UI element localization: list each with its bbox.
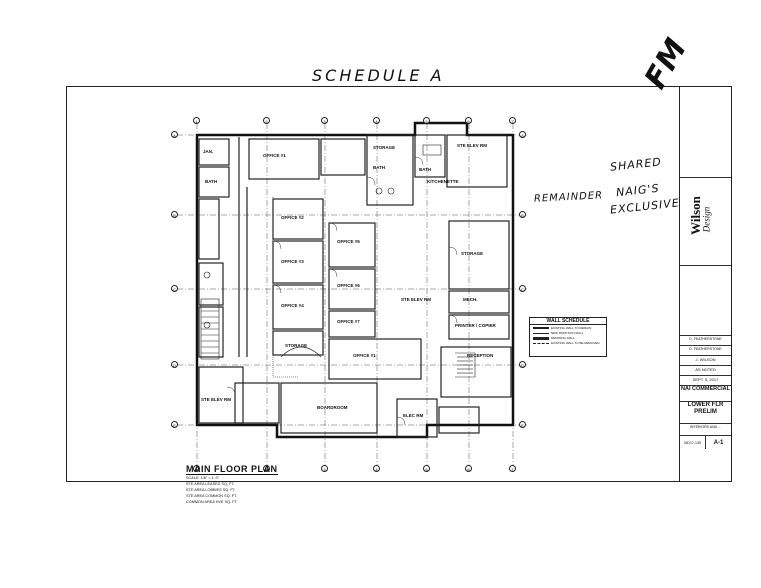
- legend-item-label: NEW PARTITION WALL: [551, 331, 584, 335]
- title-block-sheet-title: LOWER FLR PRELIM: [680, 401, 731, 423]
- title-block-desc: INTERIORS AND ...: [680, 423, 731, 435]
- checked-by-value: D. FEATHERSTONE: [689, 347, 722, 351]
- grid-bubble: 2: [263, 465, 270, 472]
- grid-bubble: 7: [509, 465, 516, 472]
- room-label: OFFICE #2: [281, 215, 304, 220]
- wall-schedule-legend: WALL SCHEDULE EXISTING WALL TO REMAIN NE…: [529, 317, 607, 357]
- legend-item-label: DEMISING WALL: [551, 336, 575, 340]
- room-label: STE ELEV RM: [401, 297, 432, 302]
- legend-swatch: [533, 327, 549, 329]
- room-label: MECH.: [463, 297, 478, 302]
- room-label: STE ELEV RM: [201, 397, 232, 402]
- firm-logo-name: Wilson: [687, 196, 703, 235]
- plan-note: STE AREA COMMON SQ. FT.: [186, 494, 238, 498]
- room-label: OFFICE #6: [337, 283, 360, 288]
- sheet-title-line1: LOWER FLR: [687, 402, 724, 408]
- room-label: OFFICE #7: [337, 319, 360, 324]
- legend-swatch: [533, 336, 549, 340]
- grid-bubble: 4: [373, 117, 380, 124]
- grid-bubble: 5: [423, 117, 430, 124]
- grid-bubble: 5: [423, 465, 430, 472]
- sheet-title-line2: PRELIM: [694, 409, 717, 415]
- room-label: BATH: [205, 179, 218, 184]
- title-block-date: SEPT. 5, 2017: [680, 375, 731, 385]
- legend-item-label: EXISTING WALL TO REMAIN: [551, 326, 592, 330]
- legend-item: EXISTING WALL TO REMAIN: [533, 326, 603, 330]
- title-block-checked-by: D. FEATHERSTONE: [680, 345, 731, 355]
- grid-bubble: 3: [321, 117, 328, 124]
- room-label: BOARDROOM: [317, 405, 348, 410]
- plan-note: STE AREA LEASED SQ. FT.: [186, 482, 235, 486]
- grid-bubble: E: [171, 421, 178, 428]
- grid-bubble: B: [519, 211, 526, 218]
- project-number: WD17-135: [680, 436, 706, 449]
- grid-bubble: 6: [465, 465, 472, 472]
- legend-item-label: EXISTING WALL TO BE REMOVED: [551, 341, 600, 345]
- room-label: OFFICE #4: [281, 303, 304, 308]
- drawing-sheet: A B C D E A B C D E 1 2 3 4 5 6 7 1 2 3 …: [66, 86, 680, 482]
- room-label: PRINTER / COPIER: [455, 323, 496, 328]
- room-label: RECEPTION: [467, 353, 494, 358]
- title-block-client: NAI COMMERCIAL: [680, 385, 731, 401]
- sheet-number: A-1: [713, 440, 724, 446]
- grid-bubble: 7: [509, 117, 516, 124]
- grid-bubble: C: [519, 285, 526, 292]
- legend-item: EXISTING WALL TO BE REMOVED: [533, 341, 603, 345]
- title-block-drawn-by: D. FEATHERSTONE: [680, 335, 731, 345]
- client-value: NAI COMMERCIAL: [681, 386, 730, 392]
- grid-bubble: A: [171, 131, 178, 138]
- plan-caption: MAIN FLOOR PLAN SCALE: 1/8" = 1'-0" STE …: [186, 464, 278, 505]
- room-label: BATH: [419, 167, 432, 172]
- legend-item: DEMISING WALL: [533, 336, 603, 340]
- room-label: STORAGE: [461, 251, 484, 256]
- room-label: OFFICE #1: [353, 353, 376, 358]
- grid-bubble: D: [171, 361, 178, 368]
- floor-plan-drawing: [177, 121, 527, 469]
- grid-bubble: C: [171, 285, 178, 292]
- firm-logo-subtitle: Design: [701, 206, 712, 233]
- scale-value: AS NOTED: [695, 367, 716, 372]
- plan-note: COMMON AREA HVE SQ. FT.: [186, 500, 238, 504]
- title-block-notes: [680, 265, 731, 335]
- room-label: ELEC RM: [403, 413, 424, 418]
- grid-bubble: D: [519, 361, 526, 368]
- plan-title: MAIN FLOOR PLAN: [186, 464, 278, 475]
- room-label: OFFICE #1: [263, 153, 286, 158]
- grid-bubble: 1: [193, 465, 200, 472]
- grid-bubble: 2: [263, 117, 270, 124]
- room-label: BATH: [373, 165, 386, 170]
- title-block-firm: Wilson Design: [680, 177, 731, 265]
- schedule-heading: SCHEDULE A: [312, 66, 445, 85]
- room-label: KITCHENETTE: [427, 179, 459, 184]
- drawn-by-value: D. FEATHERSTONE: [689, 337, 722, 341]
- approved-value: J. WILSON: [695, 357, 716, 362]
- room-label: OFFICE #3: [281, 259, 304, 264]
- grid-bubble: A: [519, 131, 526, 138]
- title-block-approved: J. WILSON: [680, 355, 731, 365]
- firm-logo: Wilson Design: [686, 186, 726, 258]
- legend-swatch: [533, 332, 549, 334]
- title-block-header: [680, 87, 731, 177]
- grid-bubble: 6: [465, 117, 472, 124]
- grid-bubble: 1: [193, 117, 200, 124]
- grid-bubble: 3: [321, 465, 328, 472]
- room-label: OFFICE #5: [337, 239, 360, 244]
- grid-bubble: 4: [373, 465, 380, 472]
- room-label: STORAGE: [373, 145, 396, 150]
- title-block-numbers: WD17-135 A-1: [680, 435, 731, 449]
- legend-swatch: [533, 342, 549, 344]
- plan-note: SCALE: 1/8" = 1'-0": [186, 476, 220, 480]
- sheet-desc-value: INTERIORS AND ...: [689, 425, 722, 429]
- grid-bubble: E: [519, 421, 526, 428]
- room-label: STE ELEV RM: [457, 143, 488, 148]
- title-block-scale: AS NOTED: [680, 365, 731, 375]
- legend-title: WALL SCHEDULE: [530, 318, 606, 325]
- room-label: JAN.: [203, 149, 214, 154]
- room-label: STORAGE: [285, 343, 308, 348]
- grid-bubble: B: [171, 211, 178, 218]
- title-block: Wilson Design D. FEATHERSTONE D. FEATHER…: [680, 86, 732, 482]
- date-value: SEPT. 5, 2017: [692, 377, 719, 382]
- plan-note: STE AREA LOBBIES SQ. FT.: [186, 488, 236, 492]
- legend-item: NEW PARTITION WALL: [533, 331, 603, 335]
